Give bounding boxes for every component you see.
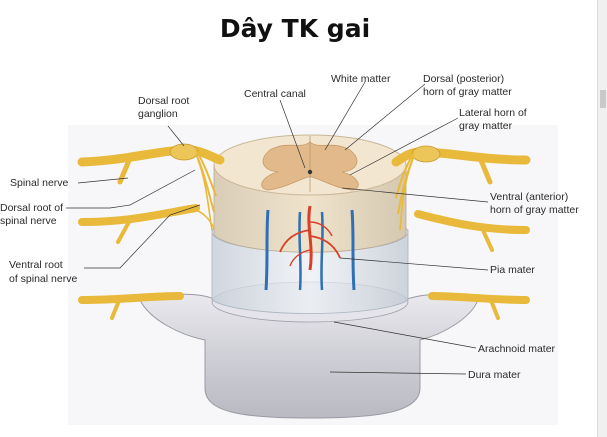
label-white-matter: White matter [331,73,391,85]
slide-title: Dây TK gai [219,14,371,43]
dorsal-root-ganglion [169,143,199,161]
label-ventral-horn-2: horn of gray matter [490,204,579,216]
label-dorsal-root-ganglion-2: ganglion [138,108,178,120]
label-spinal-nerve: Spinal nerve [10,177,69,189]
label-central-canal: Central canal [244,88,306,100]
label-dorsal-root-2: spinal nerve [0,215,57,227]
label-lateral-horn-1: Lateral horn of [459,107,527,119]
spinal-nerves-right [391,145,531,320]
label-arachnoid-mater: Arachnoid mater [478,343,556,355]
label-ventral-root-2: of spinal nerve [9,273,77,285]
label-ventral-horn-1: Ventral (anterior) [490,191,568,203]
label-dorsal-horn-1: Dorsal (posterior) [423,73,504,85]
scrollbar-thumb[interactable] [600,90,606,108]
central-canal [307,169,313,175]
leader-lines [66,81,489,375]
label-ventral-root-1: Ventral root [9,259,63,271]
label-dorsal-horn-2: horn of gray matter [423,86,512,98]
label-pia-mater: Pia mater [490,264,535,276]
labels: Dorsal root ganglion Central canal White… [0,73,579,381]
label-dorsal-root-ganglion-1: Dorsal root [138,95,189,107]
blood-vessels [264,205,356,291]
label-dorsal-root-1: Dorsal root of [0,202,63,214]
label-dura-mater: Dura mater [468,369,521,381]
label-lateral-horn-2: gray matter [459,120,513,132]
vertical-scrollbar[interactable] [597,0,607,437]
